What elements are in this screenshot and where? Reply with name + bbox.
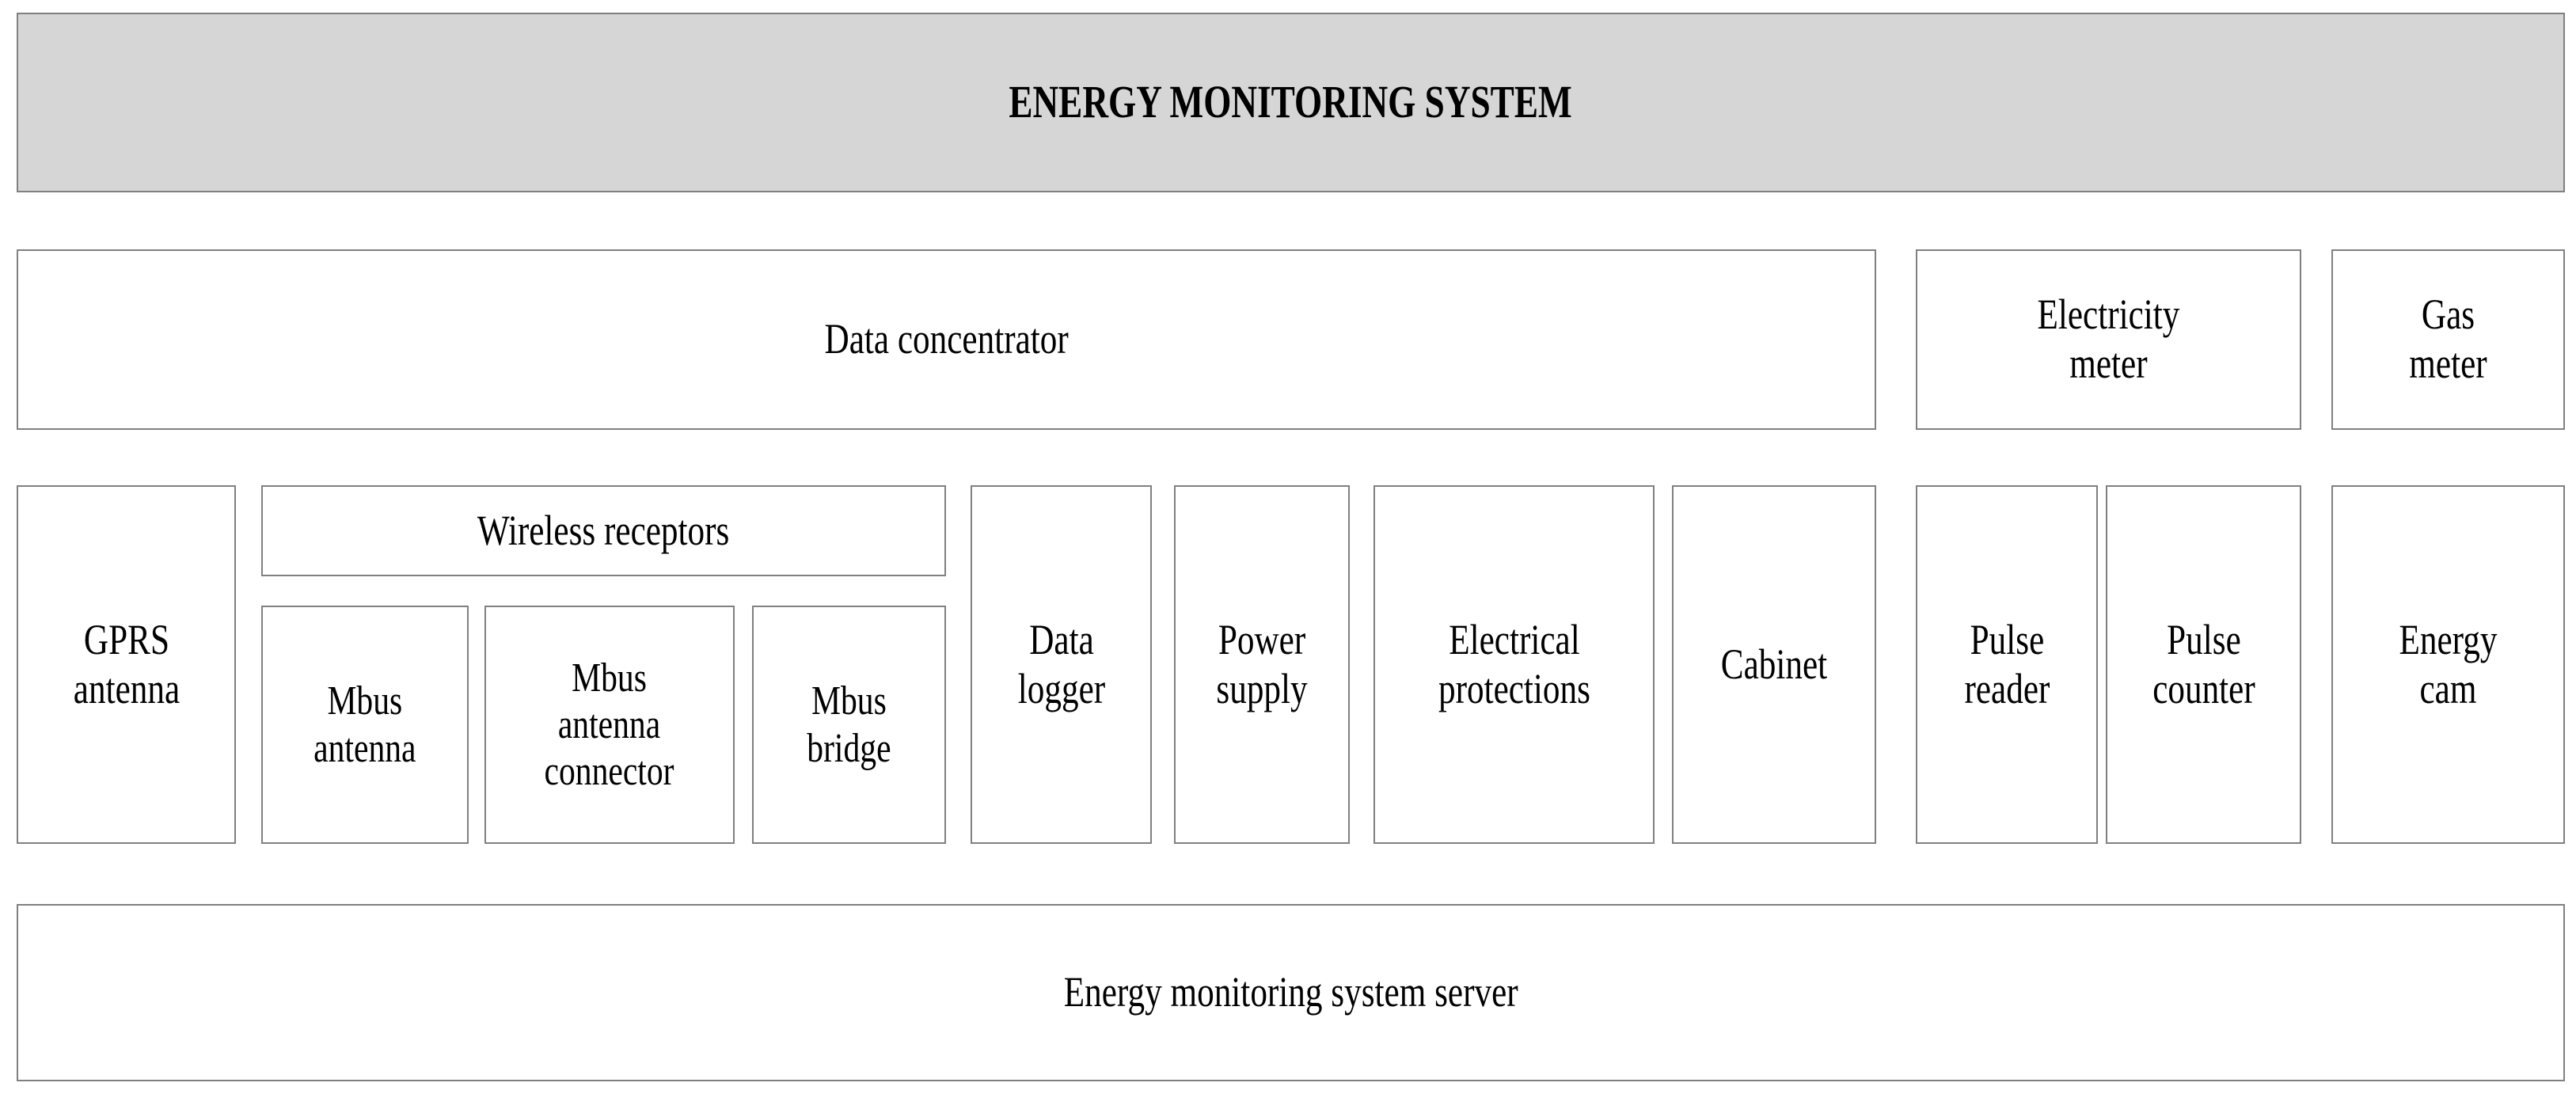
mbus-antenna-label: Mbus antenna [313, 678, 416, 771]
cabinet-box[interactable]: Cabinet [1672, 485, 1876, 844]
data-logger-label: Data logger [1017, 615, 1105, 712]
pulse-reader-box[interactable]: Pulse reader [1916, 485, 2098, 844]
data-concentrator-label: Data concentrator [824, 315, 1069, 363]
mbus-bridge-label: Mbus bridge [807, 678, 891, 771]
wireless-receptors-box[interactable]: Wireless receptors [261, 485, 946, 576]
gas-meter-box[interactable]: Gas meter [2331, 249, 2565, 430]
electrical-protections-label: Electrical protections [1438, 615, 1590, 712]
mbus-bridge-box[interactable]: Mbus bridge [752, 606, 946, 844]
mbus-antenna-connector-box[interactable]: Mbus antenna connector [484, 606, 735, 844]
data-concentrator-box[interactable]: Data concentrator [17, 249, 1876, 430]
energy-cam-label: Energy cam [2399, 615, 2498, 712]
pulse-counter-label: Pulse counter [2152, 615, 2255, 712]
energy-monitoring-server-label: Energy monitoring system server [1063, 968, 1518, 1016]
diagram-title-banner: ENERGY MONITORING SYSTEM [17, 13, 2565, 192]
energy-cam-box[interactable]: Energy cam [2331, 485, 2565, 844]
electricity-meter-label: Electricity meter [2037, 291, 2180, 387]
mbus-antenna-connector-label: Mbus antenna connector [544, 655, 674, 795]
gprs-antenna-box[interactable]: GPRS antenna [17, 485, 236, 844]
data-logger-box[interactable]: Data logger [971, 485, 1152, 844]
gas-meter-label: Gas meter [2409, 291, 2487, 387]
pulse-counter-box[interactable]: Pulse counter [2106, 485, 2301, 844]
power-supply-box[interactable]: Power supply [1174, 485, 1350, 844]
diagram-title-text: ENERGY MONITORING SYSTEM [1009, 76, 1573, 128]
electrical-protections-box[interactable]: Electrical protections [1373, 485, 1655, 844]
electricity-meter-box[interactable]: Electricity meter [1916, 249, 2301, 430]
mbus-antenna-box[interactable]: Mbus antenna [261, 606, 469, 844]
wireless-receptors-label: Wireless receptors [477, 506, 730, 554]
cabinet-label: Cabinet [1720, 640, 1828, 688]
gprs-antenna-label: GPRS antenna [73, 615, 180, 712]
power-supply-label: Power supply [1216, 615, 1308, 712]
pulse-reader-label: Pulse reader [1964, 615, 2050, 712]
energy-monitoring-server-box[interactable]: Energy monitoring system server [17, 904, 2565, 1081]
